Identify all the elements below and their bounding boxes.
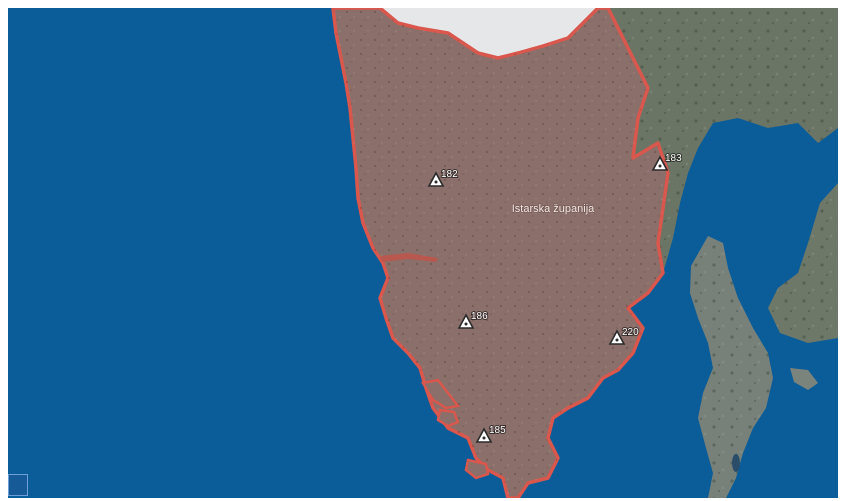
istria-texture bbox=[333, 8, 668, 498]
islet-southwest-1 bbox=[421, 378, 461, 410]
islet bbox=[790, 368, 818, 390]
triangle-dot-icon bbox=[651, 155, 669, 171]
inlet-channel bbox=[380, 253, 438, 262]
cloud-area bbox=[380, 8, 608, 58]
island-east-edge-texture bbox=[768, 183, 838, 343]
marker-185[interactable]: 185 bbox=[475, 424, 507, 443]
lake bbox=[732, 454, 740, 472]
islet-southwest-2 bbox=[436, 408, 460, 428]
marker-label: 182 bbox=[441, 169, 458, 180]
marker-label: 185 bbox=[489, 425, 506, 436]
marker-183[interactable]: 183 bbox=[651, 152, 683, 171]
triangle-dot-icon bbox=[427, 171, 445, 187]
marker-220[interactable]: 220 bbox=[608, 326, 640, 345]
marker-label: 220 bbox=[622, 327, 639, 338]
mainland-east-texture bbox=[608, 8, 838, 273]
satellite-map[interactable]: Istarska županija 182 183 186 220 185 bbox=[8, 8, 838, 498]
marker-label: 186 bbox=[471, 311, 488, 322]
marker-186[interactable]: 186 bbox=[457, 310, 489, 329]
triangle-dot-icon bbox=[457, 313, 475, 329]
islet-south bbox=[464, 458, 490, 480]
region-label: Istarska županija bbox=[512, 203, 595, 215]
map-viewport[interactable]: Istarska županija 182 183 186 220 185 bbox=[8, 8, 838, 498]
map-corner-control[interactable] bbox=[8, 474, 28, 496]
island-cres-texture bbox=[690, 236, 773, 498]
marker-label: 183 bbox=[665, 153, 682, 164]
marker-182[interactable]: 182 bbox=[427, 168, 459, 187]
triangle-dot-icon bbox=[475, 427, 493, 443]
triangle-dot-icon bbox=[608, 329, 626, 345]
